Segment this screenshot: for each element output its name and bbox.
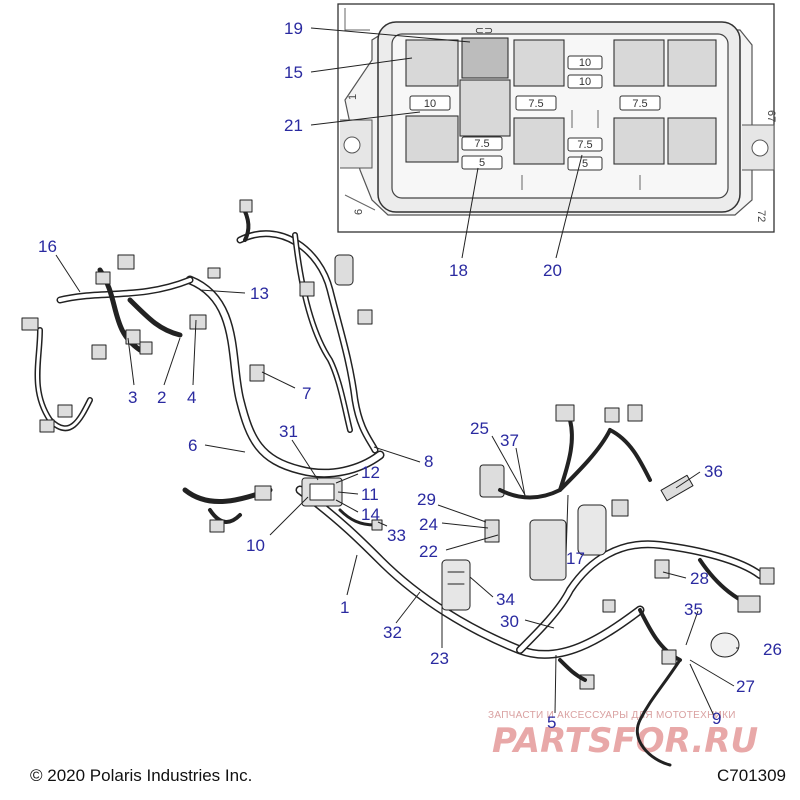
callout-32: 32 xyxy=(383,623,402,642)
callout-12: 12 xyxy=(361,463,380,482)
callout-33: 33 xyxy=(387,526,406,545)
fuse-label: 7.5 xyxy=(577,139,592,151)
callout-21: 21 xyxy=(284,116,303,135)
watermark: ЗАПЧАСТИ И АКСЕССУАРЫ ДЛЯ МОТОТЕХНИКИ PA… xyxy=(488,710,758,761)
callout-26: 26 xyxy=(763,640,782,659)
side-mark: 67 xyxy=(765,110,777,122)
fuse-label: 5 xyxy=(479,157,485,169)
callout-14: 14 xyxy=(361,505,380,524)
callout-6: 6 xyxy=(188,436,197,455)
fuse-label: 10 xyxy=(579,76,591,88)
fuse-label: 7.5 xyxy=(528,98,543,110)
copyright-notice: © 2020 Polaris Industries Inc. xyxy=(30,766,253,785)
side-mark: 6 xyxy=(353,209,365,215)
fuse-label: 10 xyxy=(579,57,591,69)
leader-lines xyxy=(55,27,739,717)
callout-36: 36 xyxy=(704,462,723,481)
callout-1: 1 xyxy=(340,598,349,617)
callout-35: 35 xyxy=(684,600,703,619)
callout-3: 3 xyxy=(128,388,137,407)
wiring-harness xyxy=(21,199,775,767)
callout-28: 28 xyxy=(690,569,709,588)
callout-29: 29 xyxy=(417,490,436,509)
side-mark: 1 xyxy=(347,94,359,100)
callout-30: 30 xyxy=(500,612,519,631)
side-mark: 72 xyxy=(755,210,767,222)
callout-7: 7 xyxy=(302,384,311,403)
callout-24: 24 xyxy=(419,515,438,534)
callout-2: 2 xyxy=(157,388,166,407)
callout-25: 25 xyxy=(470,419,489,438)
callout-31: 31 xyxy=(279,422,298,441)
watermark-brand: PARTSFOR.RU xyxy=(492,721,758,761)
callout-11: 11 xyxy=(361,485,379,504)
callout-23: 23 xyxy=(430,649,449,668)
callout-37: 37 xyxy=(500,431,519,450)
watermark-tagline: ЗАПЧАСТИ И АКСЕССУАРЫ ДЛЯ МОТОТЕХНИКИ xyxy=(488,710,736,721)
callout-5: 5 xyxy=(547,713,556,732)
callout-17: 17 xyxy=(566,549,585,568)
callout-8: 8 xyxy=(424,452,433,471)
callout-27: 27 xyxy=(736,677,755,696)
svg-text:⊂⊃: ⊂⊃ xyxy=(475,25,493,37)
callout-15: 15 xyxy=(284,63,303,82)
callout-13: 13 xyxy=(250,284,269,303)
callout-18: 18 xyxy=(449,261,468,280)
callout-4: 4 xyxy=(187,388,196,407)
callout-16: 16 xyxy=(38,237,57,256)
callout-10: 10 xyxy=(246,536,265,555)
drawing-number: C701309 xyxy=(716,766,786,785)
fuse-label: 7.5 xyxy=(474,138,489,150)
callout-34: 34 xyxy=(496,590,515,609)
callout-20: 20 xyxy=(543,261,562,280)
callout-22: 22 xyxy=(419,542,438,561)
fuse-label: 10 xyxy=(424,98,436,110)
callout-labels: 19 15 21 18 20 16 13 3 2 4 7 6 31 8 12 1… xyxy=(38,19,782,732)
callout-9: 9 xyxy=(712,709,721,728)
fuse-label: 7.5 xyxy=(632,98,647,110)
callout-19: 19 xyxy=(284,19,303,38)
fuse-label: 5 xyxy=(582,158,588,170)
fuse-box-inset: ⊂⊃ 10 10 7.5 5 10 7.5 7.5 7.5 5 1 6 67 7 xyxy=(337,3,777,233)
